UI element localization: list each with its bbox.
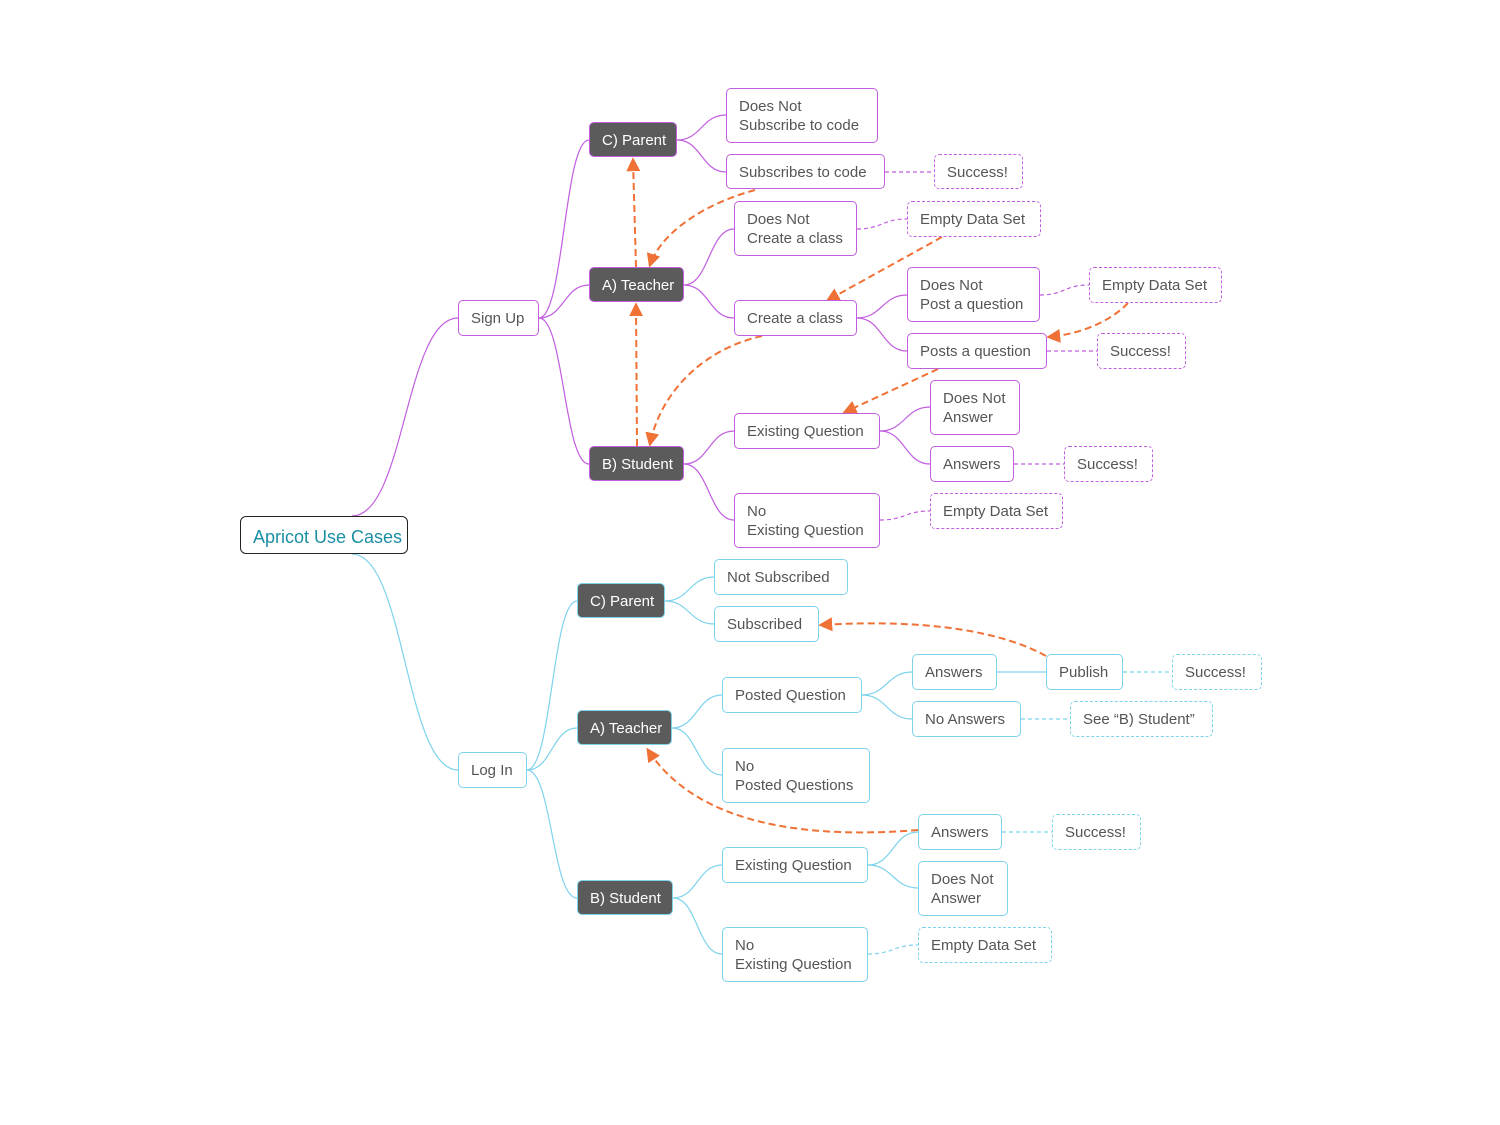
login-parent-node[interactable]: C) Parent (577, 583, 665, 618)
flow-posts-question-to-existing (842, 368, 939, 414)
signup-does-not-subscribe-node[interactable]: Does Not Subscribe to code (726, 88, 878, 143)
login-no-existing-empty-node[interactable]: Empty Data Set (918, 927, 1052, 963)
login-teacher-node[interactable]: A) Teacher (577, 710, 672, 745)
login-no-posted-questions-node[interactable]: No Posted Questions (722, 748, 870, 803)
signup-parent-node[interactable]: C) Parent (589, 122, 677, 157)
signup-subscribes-success-node[interactable]: Success! (934, 154, 1023, 189)
login-teacher-link (526, 727, 578, 771)
login-existing-question-node[interactable]: Existing Question (722, 847, 868, 883)
login-publish-node[interactable]: Publish (1046, 654, 1123, 690)
signup-does-not-post-node[interactable]: Does Not Post a question (907, 267, 1040, 322)
posted-noanswers-link (861, 694, 913, 720)
create-nopost-link (856, 294, 908, 319)
teacher-create-link (683, 284, 735, 319)
lparent-sub-link (664, 600, 715, 625)
sign-up-node[interactable]: Sign Up (458, 300, 539, 336)
signup-student-link (538, 317, 590, 465)
login-student-node[interactable]: B) Student (577, 880, 673, 915)
lparent-notsub-link (664, 576, 715, 602)
flow-student-to-teacher (629, 302, 644, 447)
login-not-subscribed-node[interactable]: Not Subscribed (714, 559, 848, 595)
nocreate-empty-link (856, 218, 908, 230)
signup-posts-question-success-node[interactable]: Success! (1097, 333, 1186, 369)
signup-posts-question-node[interactable]: Posts a question (907, 333, 1047, 369)
login-parent-link (526, 600, 578, 771)
signup-does-not-post-empty-node[interactable]: Empty Data Set (1089, 267, 1222, 303)
login-teacher-answers-node[interactable]: Answers (912, 654, 997, 690)
lteacher-posted-link (671, 694, 723, 729)
signup-parent-link (538, 139, 590, 319)
flow-answers-to-teacher (646, 747, 919, 834)
root-signup-link (351, 317, 459, 517)
login-no-answers-node[interactable]: No Answers (912, 701, 1021, 737)
parent-sub-link (676, 139, 727, 173)
login-subscribed-node[interactable]: Subscribed (714, 606, 819, 642)
login-student-link (526, 769, 578, 899)
signup-does-not-create-empty-node[interactable]: Empty Data Set (907, 201, 1041, 237)
root-login-link (351, 553, 459, 771)
flow-subscribes-to-teacher (646, 189, 756, 268)
lexisting-answers-link (867, 831, 919, 866)
noexisting-empty-link (879, 510, 931, 521)
lnoexisting-empty-link (867, 944, 919, 955)
signup-subscribes-node[interactable]: Subscribes to code (726, 154, 885, 189)
login-no-existing-question-node[interactable]: No Existing Question (722, 927, 868, 982)
student-existing-link (683, 430, 735, 465)
student-noexisting-link (683, 463, 735, 521)
signup-student-node[interactable]: B) Student (589, 446, 684, 481)
login-does-not-answer-node[interactable]: Does Not Answer (918, 861, 1008, 916)
signup-no-existing-question-node[interactable]: No Existing Question (734, 493, 880, 548)
lteacher-noposted-link (671, 727, 723, 776)
login-publish-success-node[interactable]: Success! (1172, 654, 1262, 690)
nopost-empty-link (1039, 284, 1090, 296)
login-student-answers-node[interactable]: Answers (918, 814, 1002, 850)
signup-does-not-create-node[interactable]: Does Not Create a class (734, 201, 857, 256)
signup-answers-success-node[interactable]: Success! (1064, 446, 1153, 482)
signup-existing-question-node[interactable]: Existing Question (734, 413, 880, 449)
lstudent-existing-link (672, 864, 723, 899)
lstudent-noexisting-link (672, 897, 723, 955)
parent-nosub-link (676, 114, 727, 141)
existing-noanswer-link (879, 406, 931, 432)
flow-teacher-to-parent (626, 157, 641, 268)
login-student-answers-success-node[interactable]: Success! (1052, 814, 1141, 850)
login-see-student-node[interactable]: See “B) Student” (1070, 701, 1213, 737)
lexisting-noanswer-link (867, 864, 919, 889)
flow-empty-to-posts-question (1046, 302, 1129, 343)
login-posted-question-node[interactable]: Posted Question (722, 677, 862, 713)
existing-answers-link (879, 430, 931, 465)
signup-no-existing-empty-node[interactable]: Empty Data Set (930, 493, 1063, 529)
create-post-link (856, 317, 908, 352)
signup-create-class-node[interactable]: Create a class (734, 300, 857, 336)
root-node[interactable]: Apricot Use Cases (240, 516, 408, 554)
signup-does-not-answer-node[interactable]: Does Not Answer (930, 380, 1020, 435)
flow-create-class-to-student (645, 335, 763, 447)
teacher-nocreate-link (683, 228, 735, 286)
signup-teacher-node[interactable]: A) Teacher (589, 267, 684, 302)
flow-publish-to-subscribed (818, 617, 1047, 657)
signup-teacher-link (538, 284, 590, 319)
log-in-node[interactable]: Log In (458, 752, 527, 788)
posted-answers-link (861, 671, 913, 696)
signup-answers-node[interactable]: Answers (930, 446, 1014, 482)
